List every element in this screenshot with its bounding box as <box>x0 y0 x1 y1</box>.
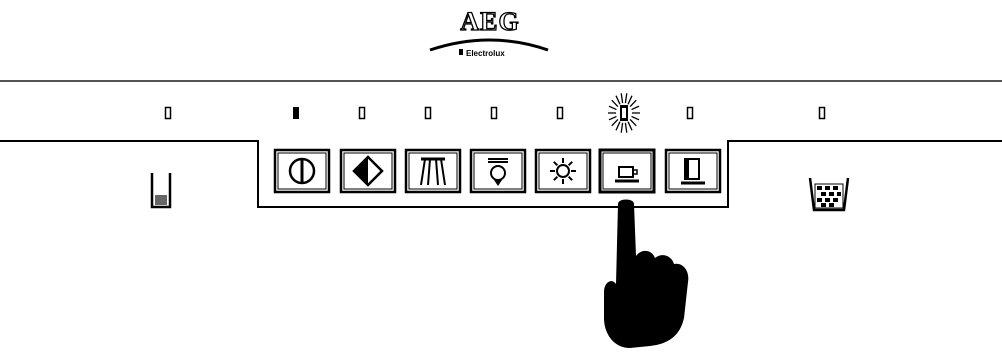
electrolux-mark <box>459 49 463 55</box>
program-button-normal-wash[interactable] <box>471 150 525 192</box>
program-button-eco-sun[interactable] <box>536 150 590 192</box>
salt-refill-icon <box>152 173 170 207</box>
program-button-start-diamond[interactable] <box>341 150 395 192</box>
program-button-glass-cup[interactable] <box>600 150 654 192</box>
pointing-hand-icon <box>604 200 688 349</box>
program-button-intensive-wash[interactable] <box>406 150 460 192</box>
logo-subtext: Electrolux <box>466 49 505 58</box>
indicator-light-off <box>426 108 431 119</box>
indicator-light-on <box>293 107 299 119</box>
indicator-light-flashing <box>608 93 640 132</box>
logo-text: AEG <box>460 7 519 36</box>
program-button-power[interactable] <box>275 150 329 192</box>
indicator-light-off <box>492 108 497 119</box>
rinse-aid-icon <box>810 178 848 210</box>
button-frame <box>666 150 720 192</box>
indicator-light-off <box>688 108 693 119</box>
program-button-rinse-hold[interactable] <box>666 150 720 192</box>
button-frame <box>536 150 590 192</box>
program-button-row <box>275 150 720 192</box>
indicator-light-off <box>166 108 171 119</box>
indicator-light-off <box>820 108 825 119</box>
indicator-light-off <box>360 108 365 119</box>
indicator-row <box>166 93 825 132</box>
button-frame <box>406 150 460 192</box>
aeg-logo: AEG Electrolux <box>430 7 548 58</box>
button-frame <box>600 150 654 192</box>
indicator-light-off <box>558 108 563 119</box>
